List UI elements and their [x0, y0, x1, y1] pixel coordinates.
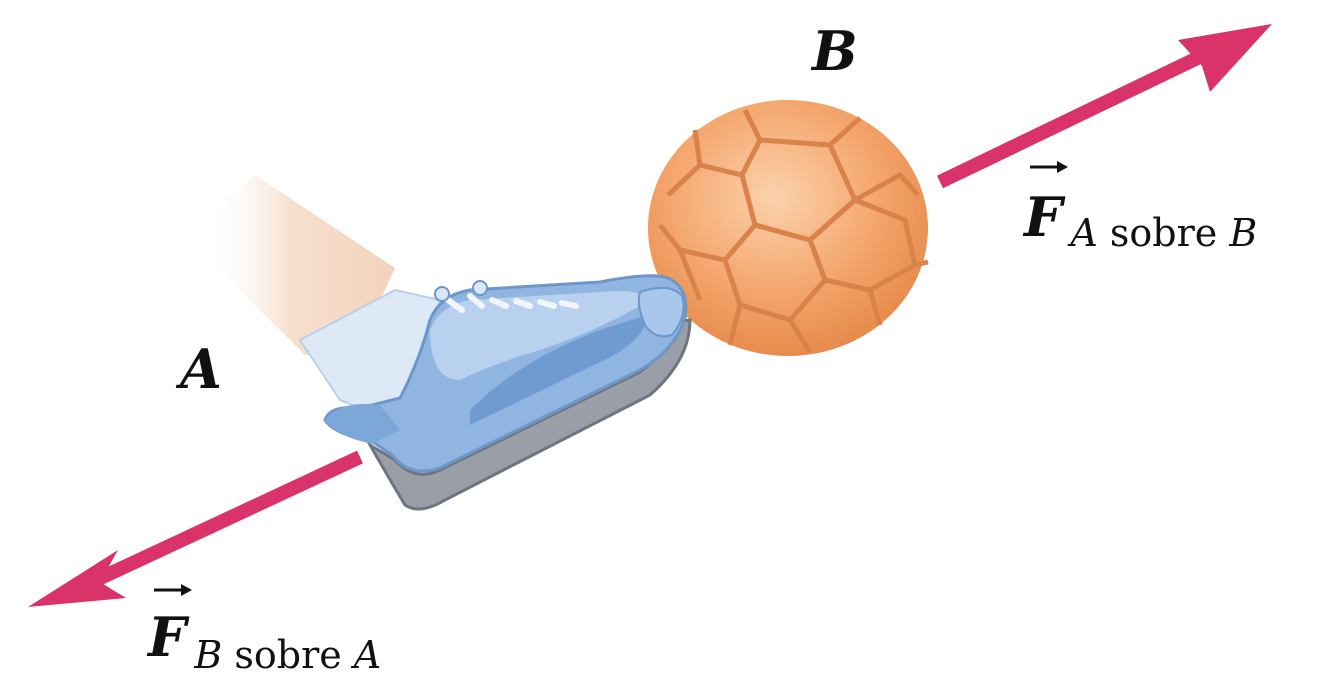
svg-text:FB sobre A: FB sobre A [146, 605, 381, 677]
object-a-label: A [175, 337, 222, 401]
force-subscript-mid: sobre [1098, 211, 1230, 255]
force-subscript-first: A [1067, 211, 1097, 255]
svg-text:FA sobre B: FA sobre B [1022, 185, 1257, 255]
object-b-label: B [810, 19, 858, 83]
vector-arrow-icon [154, 584, 192, 596]
force-arrow-a-on-b [940, 24, 1272, 182]
soccer-ball [648, 100, 928, 356]
vector-arrow-icon [1030, 161, 1068, 173]
force-subscript-mid: sobre [222, 633, 354, 677]
force-subscript-first: B [193, 633, 222, 677]
force-subscript-second: A [351, 633, 381, 677]
force-symbol: F [1022, 185, 1066, 249]
force-symbol: F [146, 605, 190, 669]
force-subscript-second: B [1228, 211, 1257, 255]
force-arrow-b-on-a [28, 457, 360, 607]
